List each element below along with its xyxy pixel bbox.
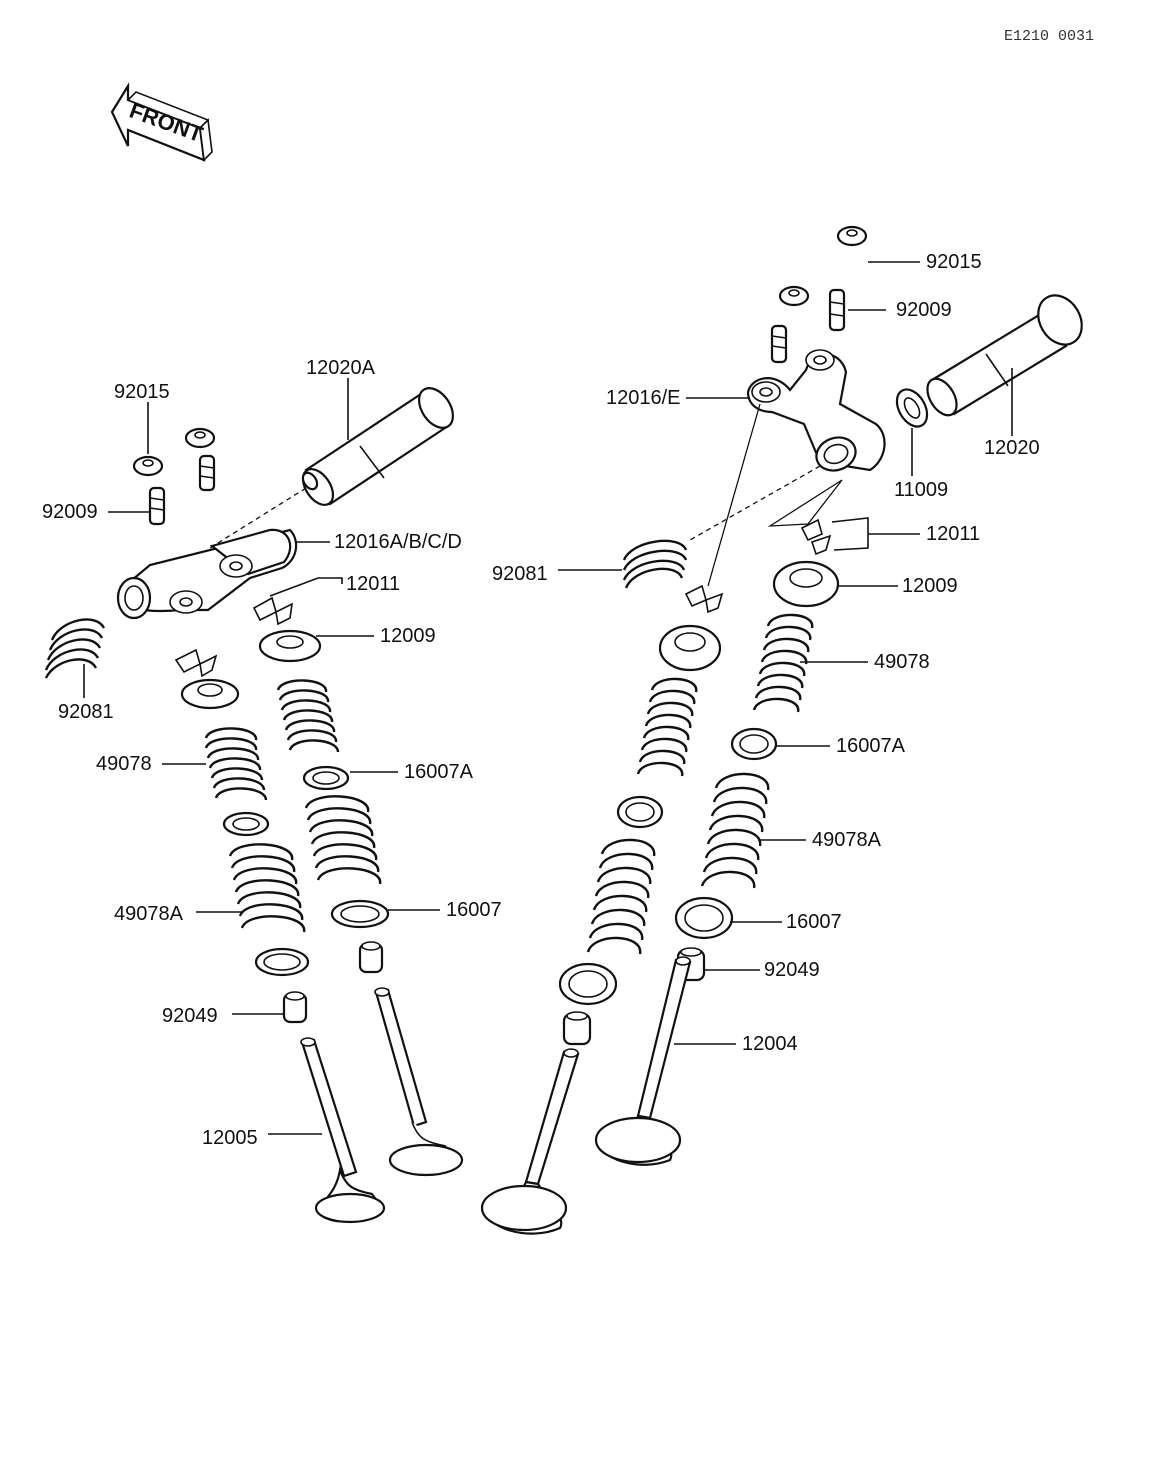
lock-nut-92015-left xyxy=(132,455,164,477)
outer-spring-49078a-left xyxy=(228,843,306,933)
label-12020a: 12020A xyxy=(306,357,376,379)
outer-spring-49078a-left-2 xyxy=(304,795,382,885)
adjusting-screw-92009-left xyxy=(148,486,166,526)
label-16007-right: 16007 xyxy=(786,911,842,933)
label-11009: 11009 xyxy=(894,479,948,501)
label-92049-right: 92049 xyxy=(764,959,820,981)
collet-12011-left xyxy=(174,648,218,678)
front-arrow-icon: FRONT xyxy=(110,82,213,162)
label-12016abcd: 12016A/B/C/D xyxy=(334,531,462,553)
label-49078a-right: 49078A xyxy=(812,829,882,851)
spring-seat-16007-right-2 xyxy=(558,962,618,1006)
label-92081-left: 92081 xyxy=(58,701,114,723)
intake-valve-12004-2 xyxy=(480,1048,580,1235)
part-labels: 92015 12020A 92009 12016A/B/C/D 12011 12… xyxy=(42,251,1040,1149)
rocker-arm-12016abcd xyxy=(116,528,298,620)
rocker-shaft-12020 xyxy=(926,294,1083,417)
inner-spring-49078-right xyxy=(752,613,814,713)
thrust-washer-11009 xyxy=(895,388,929,428)
label-12009-right: 12009 xyxy=(902,575,958,597)
label-92009-right: 92009 xyxy=(896,299,952,321)
leader-lines xyxy=(83,261,1013,1135)
inner-spring-49078-left-2 xyxy=(276,679,340,753)
label-49078a-left: 49078A xyxy=(114,903,184,925)
spring-retainer-12009-left xyxy=(180,678,240,710)
spring-seat-16007-left-2 xyxy=(330,899,390,929)
collet-12011-left-2 xyxy=(252,596,294,626)
right-rocker-assembly xyxy=(480,225,1083,1235)
spring-seat-16007-left xyxy=(254,947,310,977)
stem-seal-92049-right-2 xyxy=(562,1011,592,1046)
outer-spring-49078a-right-2 xyxy=(586,838,656,955)
rocker-spring-92081-right xyxy=(622,539,688,589)
drawing-reference: E1210 0031 xyxy=(1004,28,1094,45)
label-12011-left: 12011 xyxy=(346,573,400,595)
label-92015-left: 92015 xyxy=(114,381,170,403)
label-49078-right: 49078 xyxy=(874,651,930,673)
spring-seat-16007a-left-2 xyxy=(302,765,350,791)
spring-seat-16007-right xyxy=(674,896,734,940)
spring-retainer-12009-left-2 xyxy=(258,629,322,663)
label-12011-right: 12011 xyxy=(926,523,980,545)
lock-nut-92015-left-2 xyxy=(184,427,216,449)
adjusting-screw-92009-right xyxy=(828,288,846,332)
spring-seat-16007a-right-2 xyxy=(616,795,664,829)
intake-valve-12004 xyxy=(594,956,692,1166)
spring-retainer-12009-right-2 xyxy=(658,624,722,672)
exhaust-valve-12005 xyxy=(300,1037,386,1224)
rocker-spring-92081-left xyxy=(44,618,106,679)
label-12005: 12005 xyxy=(202,1127,258,1149)
label-12009-left: 12009 xyxy=(380,625,436,647)
stem-seal-92049-left-2 xyxy=(358,941,384,974)
adjusting-screw-92009-right-2 xyxy=(770,324,788,364)
adjusting-screw-92009-left-2 xyxy=(198,454,216,492)
outer-spring-49078a-right xyxy=(700,772,770,889)
lock-nut-92015-right xyxy=(836,225,868,247)
collet-12011-right-2 xyxy=(684,584,724,614)
inner-spring-49078-left xyxy=(204,727,268,801)
label-49078-left: 49078 xyxy=(96,753,152,775)
label-92081-right: 92081 xyxy=(492,563,548,585)
rocker-arm-12016e xyxy=(746,349,886,472)
label-16007-left: 16007 xyxy=(446,899,502,921)
label-12016e: 12016/E xyxy=(606,387,681,409)
label-12020: 12020 xyxy=(984,437,1040,459)
label-92049-left: 92049 xyxy=(162,1005,218,1027)
exhaust-valve-12005-2 xyxy=(374,987,464,1177)
label-12004: 12004 xyxy=(742,1033,798,1055)
label-16007a-left: 16007A xyxy=(404,761,474,783)
inner-spring-49078-right-2 xyxy=(636,677,698,777)
rocker-shaft-12020a xyxy=(301,387,455,506)
spring-retainer-12009-right xyxy=(772,560,840,608)
left-rocker-assembly xyxy=(44,387,464,1224)
label-92009-left: 92009 xyxy=(42,501,98,523)
stem-seal-92049-left xyxy=(282,991,308,1024)
label-92015-right: 92015 xyxy=(926,251,982,273)
lock-nut-92015-right-2 xyxy=(778,285,810,307)
spring-seat-16007a-left xyxy=(222,811,270,837)
spring-seat-16007a-right xyxy=(730,727,778,761)
collet-12011-right xyxy=(800,518,832,556)
label-16007a-right: 16007A xyxy=(836,735,906,757)
